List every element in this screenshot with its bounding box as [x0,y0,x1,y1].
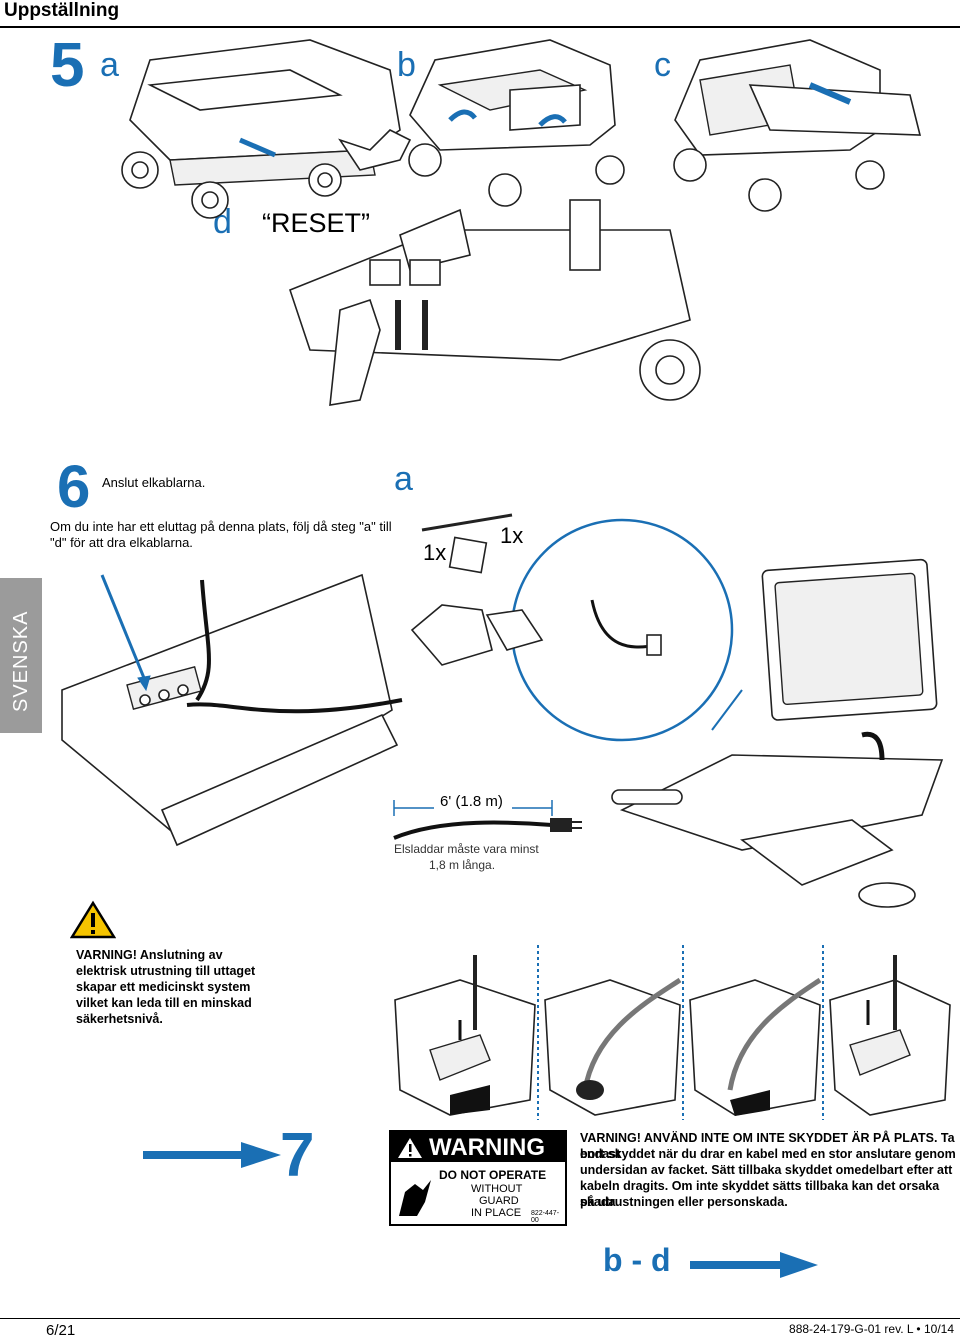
cart-illustration-c [673,39,922,212]
range-label: b - d [603,1242,671,1278]
step-6-number: 6 [57,453,91,520]
step-7-warning-line1: VARNING! ANVÄND INTE OM INTE SKYDDET ÄR … [580,1131,955,1161]
reset-button-illustration [289,199,701,406]
reset-label: “RESET” [262,208,370,238]
hand-hazard-icon [399,1180,431,1216]
warning-line5: säkerhetsnivå. [76,1012,163,1026]
cord-length-label: 6' (1.8 m) [440,793,503,810]
step-5-illustrations [121,39,922,406]
guard-panel-3 [689,977,822,1116]
language-tab [0,578,42,733]
warning-label-line3: GUARD [479,1195,519,1207]
guard-panel-2 [544,977,682,1116]
step-5b-label: b [397,46,416,84]
step-5a-label: a [100,46,119,84]
warning-label: WARNING DO NOT OPERATE WITHOUT GUARD IN … [389,1130,567,1226]
step-6-note-line2: "d" för att dra elkablarna. [50,535,193,550]
language-tab-label: SVENSKA [10,610,32,712]
page-title: Uppställning [4,0,120,21]
cord-note-line2: 1,8 m långa. [429,858,496,872]
warning-label-head: WARNING [391,1132,565,1162]
warning-line2: elektrisk utrustning till uttaget [76,964,256,978]
warning-triangle-icon [70,900,116,939]
header-bar [0,0,960,28]
arrow-right-icon [143,1142,281,1168]
tray-outlet-illustration [61,573,403,847]
warning-label-icon [398,1138,422,1158]
guard-panel-4 [829,955,951,1116]
step-5-number: 5 [50,31,85,100]
workstation-illustration [611,558,944,908]
footer-rule [0,1318,960,1319]
step-6-instruction: Anslut elkablarna. [102,475,206,490]
step-7-warning-line5: på utrustningen eller personskada. [580,1195,788,1209]
warning-label-line2: WITHOUT [471,1183,523,1195]
cable-tie-illustration [421,513,513,574]
warning-label-part: 822-447-00 [531,1210,560,1224]
cart-illustration-b [408,39,625,207]
page-number: 6/21 [46,1322,76,1339]
document-reference: 888-24-179-G-01 rev. L • 10/14 [789,1322,954,1336]
step-5c-label: c [654,46,671,84]
warning-line3: skapar ett medicinskt system [76,980,251,994]
guard-panel-1 [394,955,536,1116]
qty-tie: 1x [423,540,447,565]
warning-label-line1: DO NOT OPERATE [439,1168,547,1182]
warning-label-line4: IN PLACE [471,1207,522,1219]
step-7-warning-line3: undersidan av facket. Sätt tillbaka skyd… [580,1163,953,1177]
warning-line4: vilket kan leda till en minskad [76,996,252,1010]
step-6-illustrations [61,513,944,908]
warning-label-title: WARNING [429,1134,545,1161]
step-6-note-line1: Om du inte har ett eluttag på denna plat… [50,519,392,534]
range-arrow-icon [690,1252,818,1278]
step-7-warning-line2: bort skyddet när du drar en kabel med en… [580,1147,956,1161]
cord-note-line1: Elsladdar måste vara minst [394,842,539,856]
zoom-detail-illustration [410,518,743,742]
cart-illustration-a [121,39,412,219]
step-6a-label: a [394,460,413,498]
warning-line1: VARNING! Anslutning av [76,948,223,962]
qty-pad: 1x [500,523,524,548]
step-7-warning-line4: kabeln dragits. Om inte skyddet sätts ti… [580,1179,940,1209]
cord-dimension-illustration [393,800,582,840]
guard-removal-illustrations [394,945,951,1120]
step-7-number: 7 [280,1121,315,1190]
